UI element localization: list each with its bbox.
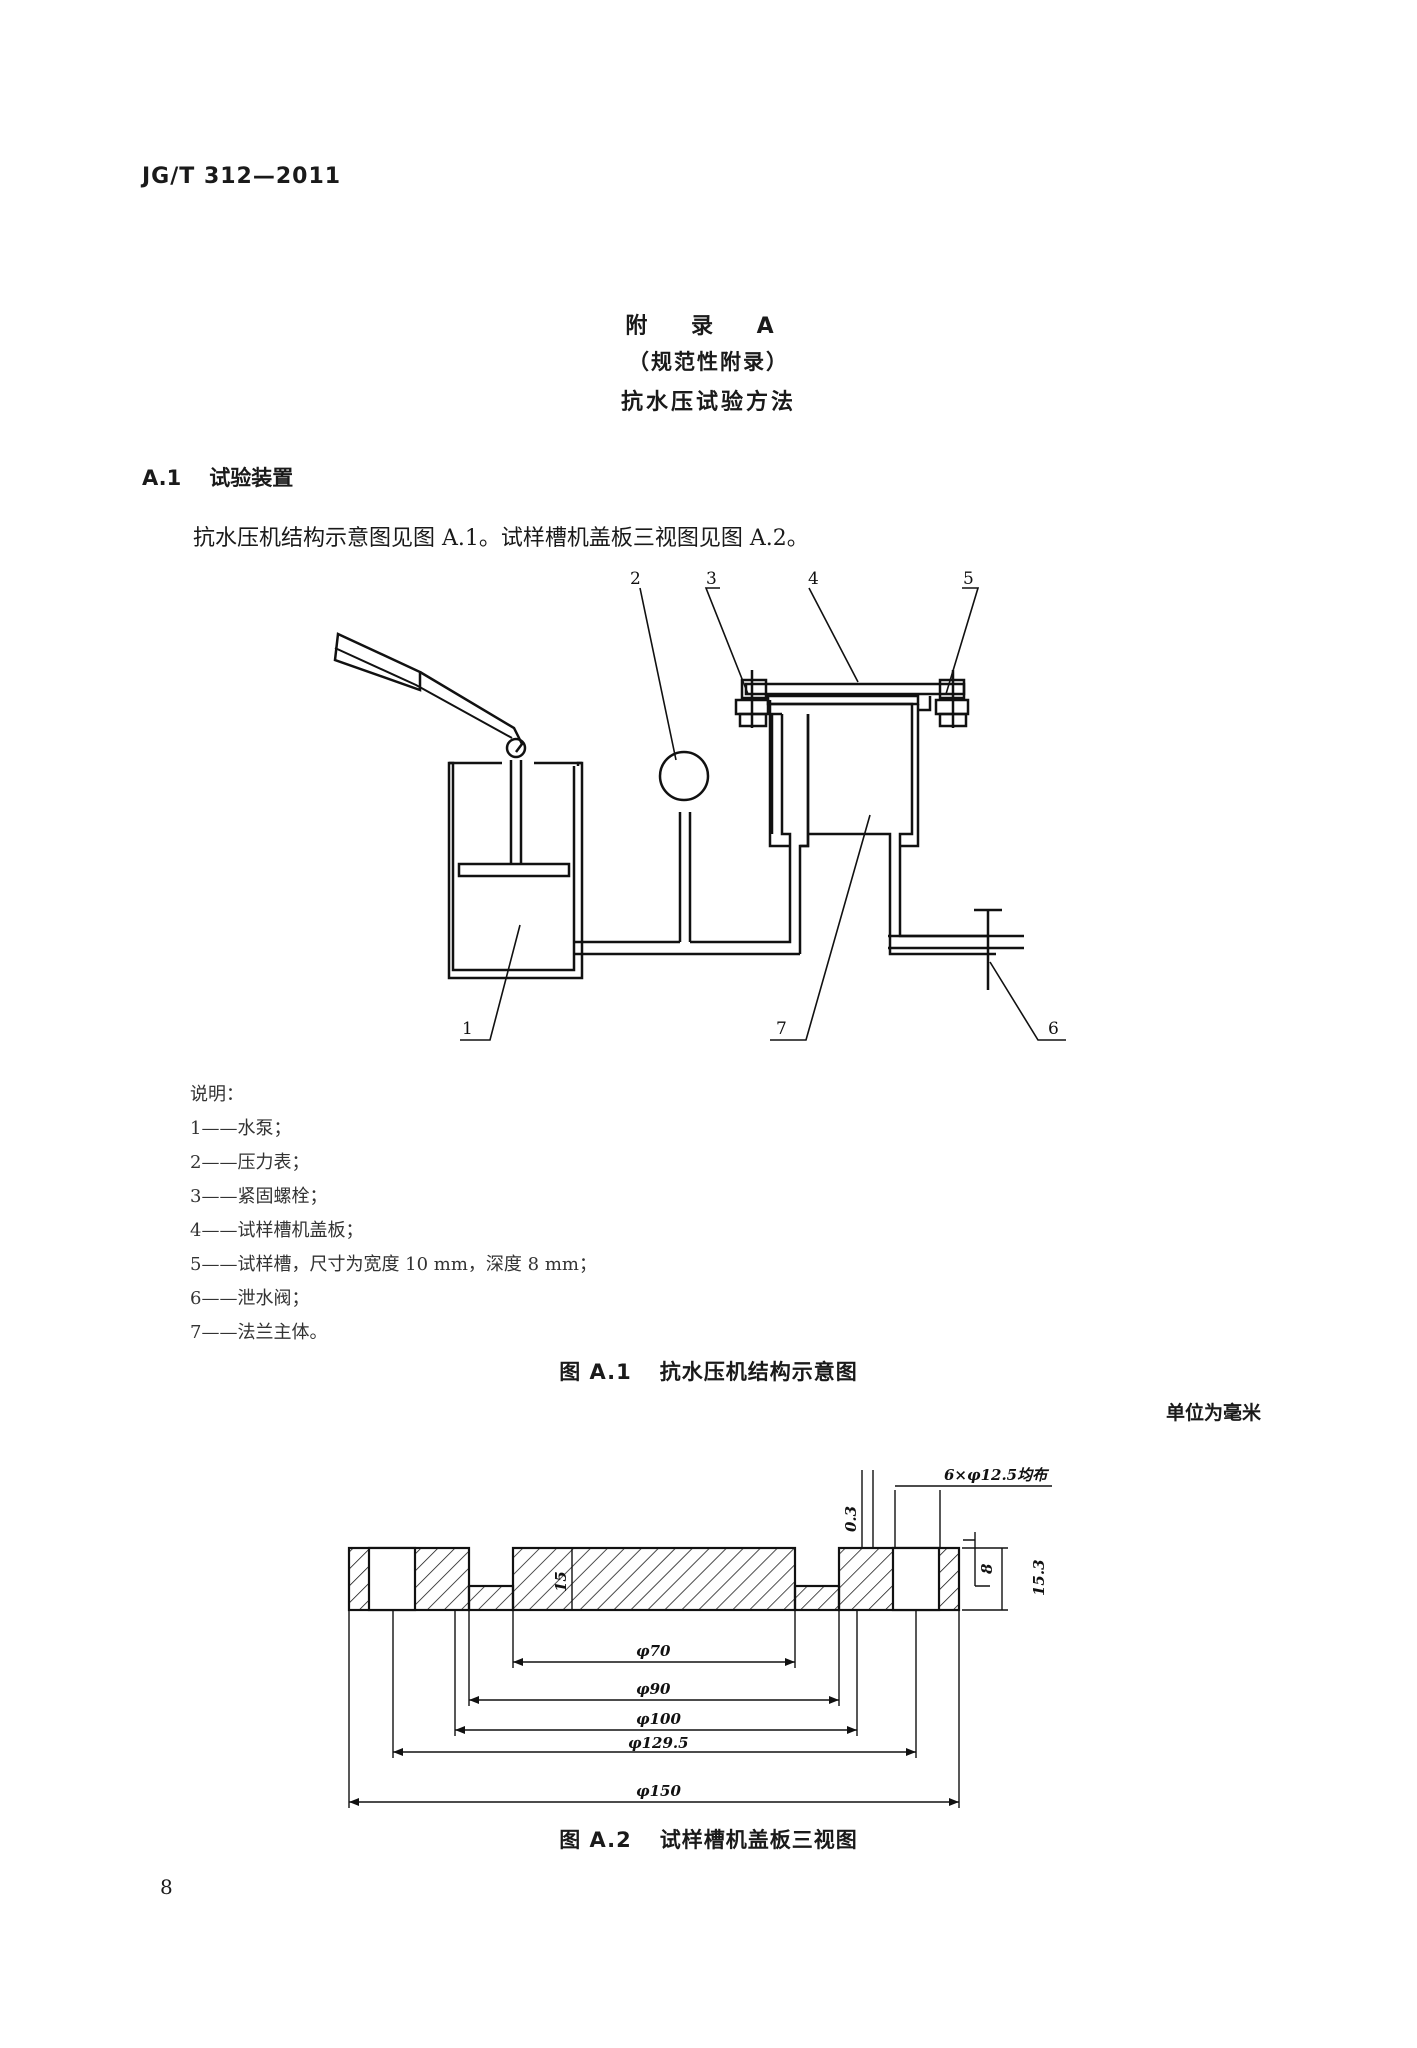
- dim-d129-5: φ129.5: [628, 1734, 689, 1752]
- figure-a2-caption: 图 A.2 试样槽机盖板三视图: [0, 1824, 1417, 1854]
- figure-a2-drawing: φ70 φ90 φ100 φ129.5 φ150 6×φ12.5均布 15 0.…: [0, 0, 1417, 1840]
- page-number: 8: [160, 1875, 173, 1899]
- dim-d150: φ150: [636, 1782, 681, 1800]
- dim-gap: 0.3: [842, 1506, 860, 1532]
- dim-d70: φ70: [636, 1642, 671, 1660]
- dim-holes: 6×φ12.5均布: [944, 1466, 1050, 1484]
- caption-number: 图 A.2: [559, 1828, 632, 1852]
- dim-thickness: 15.3: [1030, 1559, 1048, 1596]
- caption-text: 试样槽机盖板三视图: [660, 1828, 858, 1852]
- dim-d90: φ90: [636, 1680, 671, 1698]
- dim-groove-depth: 8: [978, 1563, 996, 1574]
- dim-boss-height: 15: [552, 1571, 570, 1592]
- dim-d100: φ100: [636, 1710, 681, 1728]
